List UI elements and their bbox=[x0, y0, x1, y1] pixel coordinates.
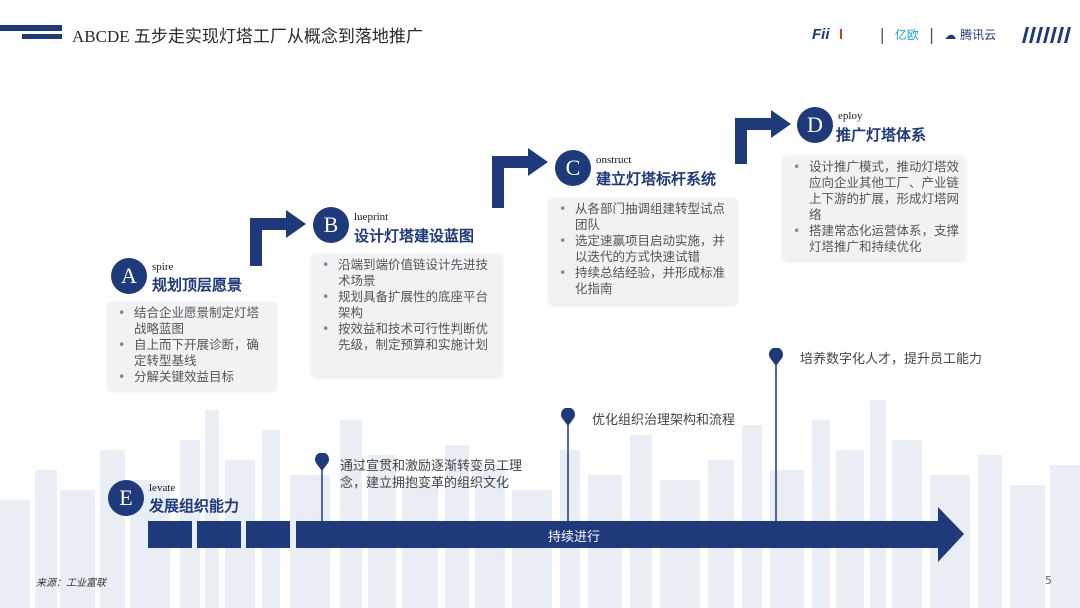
header-accent-bar-short bbox=[22, 34, 62, 39]
tencent-cloud-icon: ☁ 腾讯云 bbox=[944, 27, 997, 42]
step-e-title: 发展组织能力 bbox=[149, 497, 240, 515]
step-c-box: 从各部门抽调组建转型试点团队 选定速赢项目启动实施，并以迭代的方式快速试错 持续… bbox=[549, 198, 737, 304]
yiou-logo-icon: 亿欧 bbox=[894, 27, 919, 42]
list-item: 自上而下开展诊断，确定转型基线 bbox=[116, 337, 270, 369]
step-c-badge: C bbox=[555, 150, 591, 186]
milestone-pin-icon bbox=[769, 348, 783, 523]
fii-logo-tagline bbox=[839, 29, 870, 39]
progress-label: 持续进行 bbox=[548, 530, 601, 545]
progress-arrow bbox=[296, 507, 964, 562]
list-item: 搭建常态化运营体系，支撑灯塔推广和持续优化 bbox=[791, 223, 959, 255]
step-a-box: 结合企业愿景制定灯塔战略蓝图 自上而下开展诊断，确定转型基线 分解关键效益目标 bbox=[108, 302, 276, 390]
list-item: 设计推广模式，推动灯塔效应向企业其他工厂、产业链上下游的扩展，形成灯塔网络 bbox=[791, 159, 959, 223]
city-skyline-background bbox=[0, 400, 1080, 608]
step-a-title: 规划顶层愿景 bbox=[152, 276, 243, 294]
step-a-badge: A bbox=[111, 258, 147, 294]
list-item: 选定速赢项目启动实施，并以迭代的方式快速试错 bbox=[557, 233, 731, 265]
milestone-text-3: 培养数字化人才，提升员工能力 bbox=[800, 352, 983, 367]
logo-divider: | bbox=[879, 24, 885, 44]
milestone-text-2: 优化组织治理架构和流程 bbox=[592, 413, 736, 428]
step-arrow-c-d bbox=[735, 110, 791, 164]
step-d-title: 推广灯塔体系 bbox=[836, 126, 927, 144]
list-item: 持续总结经验，并形成标准化指南 bbox=[557, 265, 731, 297]
step-e-badge: E bbox=[108, 480, 144, 516]
step-d-suffix: eploy bbox=[838, 110, 863, 122]
list-item: 从各部门抽调组建转型试点团队 bbox=[557, 201, 731, 233]
milestone-pin-icon bbox=[315, 453, 329, 523]
step-b-suffix: lueprint bbox=[354, 211, 389, 223]
step-d-box: 设计推广模式，推动灯塔效应向企业其他工厂、产业链上下游的扩展，形成灯塔网络 搭建… bbox=[783, 156, 965, 260]
list-item: 分解关键效益目标 bbox=[116, 369, 270, 385]
progress-block-2 bbox=[197, 521, 241, 548]
step-b-badge: B bbox=[313, 207, 349, 243]
partner-logos: Fii | 亿欧 | ☁ 腾讯云 bbox=[812, 24, 996, 44]
step-b-box: 沿端到端价值链设计先进技术场景 规划具备扩展性的底座平台架构 按效益和技术可行性… bbox=[312, 254, 502, 376]
fii-logo-icon: Fii bbox=[812, 25, 830, 43]
step-b-title: 设计灯塔建设蓝图 bbox=[354, 227, 475, 245]
milestone-pin-icon bbox=[561, 408, 575, 523]
list-item: 结合企业愿景制定灯塔战略蓝图 bbox=[116, 305, 270, 337]
page-number: 5 bbox=[1045, 574, 1052, 587]
progress-block-3 bbox=[246, 521, 290, 548]
header-stripes-icon bbox=[1022, 27, 1071, 43]
step-arrow-a-b bbox=[250, 210, 306, 266]
step-a-suffix: spire bbox=[152, 261, 174, 273]
step-arrow-b-c bbox=[492, 148, 548, 208]
step-c-suffix: onstruct bbox=[596, 154, 632, 166]
progress-block-1 bbox=[148, 521, 192, 548]
step-c-title: 建立灯塔标杆系统 bbox=[596, 170, 717, 188]
header-accent-bar bbox=[0, 25, 62, 31]
logo-divider: | bbox=[928, 24, 935, 44]
source-note: 来源：工业富联 bbox=[36, 578, 106, 589]
milestone-text-1: 通过宣贯和激励逐渐转变员工理念，建立拥抱变革的组织文化 bbox=[340, 459, 523, 491]
step-e-suffix: levate bbox=[149, 482, 176, 494]
page-title: ABCDE 五步走实现灯塔工厂从概念到落地推广 bbox=[72, 27, 423, 46]
list-item: 规划具备扩展性的底座平台架构 bbox=[320, 289, 496, 321]
list-item: 沿端到端价值链设计先进技术场景 bbox=[320, 257, 496, 289]
step-d-badge: D bbox=[797, 107, 833, 143]
list-item: 按效益和技术可行性判断优先级，制定预算和实施计划 bbox=[320, 321, 496, 353]
